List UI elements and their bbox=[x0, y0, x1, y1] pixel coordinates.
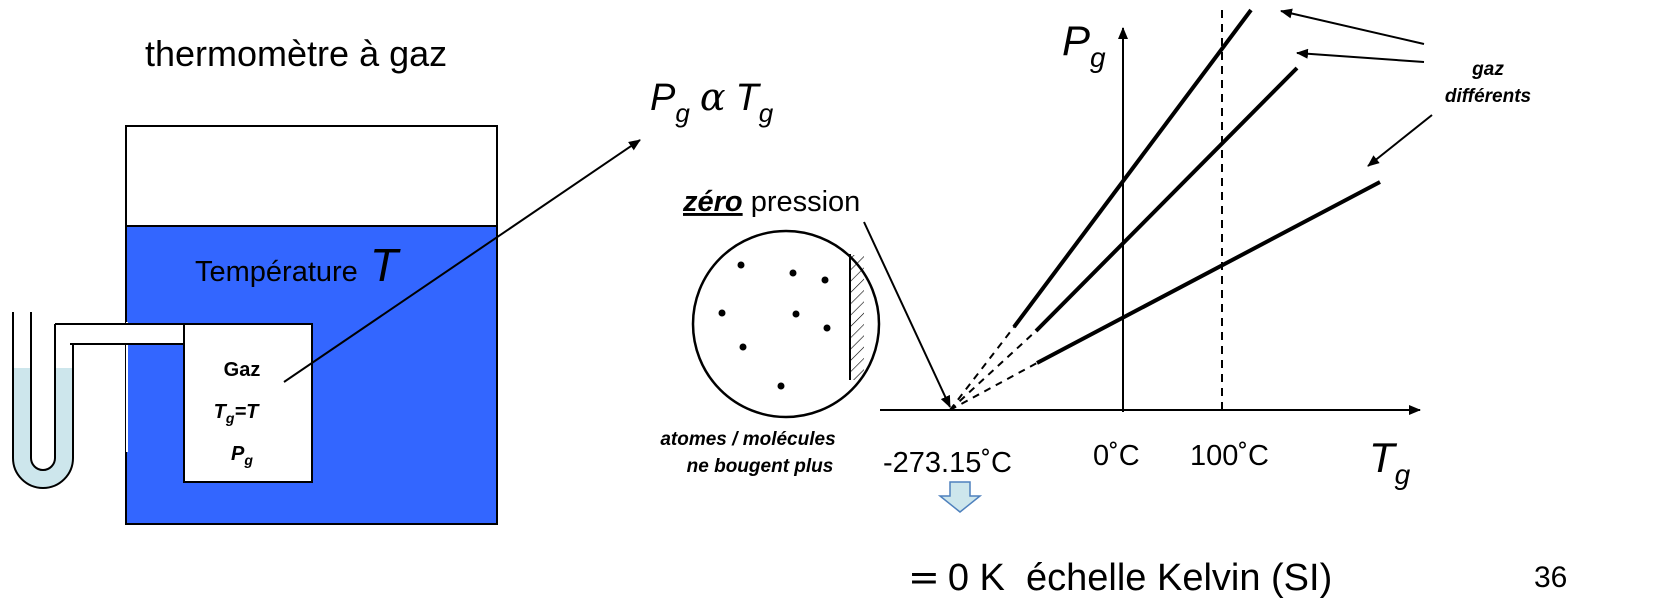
y-axis-title: Pg bbox=[1062, 17, 1106, 73]
wall-hatch bbox=[850, 255, 864, 380]
molecule-dot bbox=[821, 276, 829, 284]
legend-line2: différents bbox=[1445, 86, 1531, 107]
wall-gap bbox=[126, 322, 128, 452]
zero-pressure-label: zéro pression bbox=[682, 186, 860, 218]
page-number: 36 bbox=[1534, 561, 1567, 594]
tank-air bbox=[125, 125, 498, 227]
atoms-caption-line1: atomes / molécules bbox=[660, 429, 835, 450]
gas-line-3-extrapolation bbox=[949, 362, 1038, 411]
manometer-u-tube bbox=[12, 312, 74, 489]
gas-line-1 bbox=[1012, 8, 1253, 329]
molecule-dot bbox=[737, 261, 745, 269]
molecule-dot bbox=[789, 269, 797, 277]
kelvin-equivalence: =0 K échelle Kelvin (SI) bbox=[908, 555, 1332, 599]
gas-line-2 bbox=[1034, 66, 1299, 333]
tube-outline bbox=[55, 323, 186, 345]
formula-pointer-arrow bbox=[283, 139, 641, 383]
gas-pressure: Pg bbox=[231, 443, 253, 468]
molecule-dot bbox=[777, 382, 785, 390]
molecule-container bbox=[691, 229, 881, 419]
molecule-dot bbox=[739, 343, 747, 351]
gas-temperature: Tg=T bbox=[214, 401, 260, 426]
molecule-dot bbox=[823, 324, 831, 332]
gas-line-2-extrapolation bbox=[949, 330, 1037, 411]
legend-arrow-2 bbox=[1296, 48, 1425, 63]
tick-label-hundred: 100˚C bbox=[1190, 440, 1269, 472]
pressure-temperature-graph: Pg Tg -273.15˚C 0˚C 100˚C bbox=[880, 8, 1421, 490]
legend-arrow-1 bbox=[1280, 8, 1425, 45]
molecule-dot bbox=[792, 310, 800, 318]
tick-label-absolute-zero: -273.15˚C bbox=[883, 447, 1012, 479]
legend-line1: gaz bbox=[1471, 59, 1504, 80]
gas-box bbox=[183, 323, 313, 483]
legend-arrow-3 bbox=[1367, 114, 1433, 167]
connecting-tube bbox=[55, 324, 188, 344]
gas-line-1-extrapolation bbox=[949, 326, 1015, 411]
container-circle bbox=[691, 229, 881, 419]
molecules bbox=[718, 261, 831, 390]
molecule-dot bbox=[718, 309, 726, 317]
zero-pointer-arrow bbox=[863, 221, 951, 408]
manometer-fluid bbox=[13, 368, 73, 488]
slide-title: thermomètre à gaz bbox=[145, 33, 447, 74]
gas-line-3 bbox=[1036, 180, 1381, 365]
tick-label-zero: 0˚C bbox=[1093, 440, 1140, 472]
x-axis-title: Tg bbox=[1369, 434, 1411, 490]
atoms-caption-line2: ne bougent plus bbox=[687, 456, 834, 477]
gas-label: Gaz bbox=[224, 359, 261, 381]
down-arrow-icon bbox=[937, 481, 983, 513]
